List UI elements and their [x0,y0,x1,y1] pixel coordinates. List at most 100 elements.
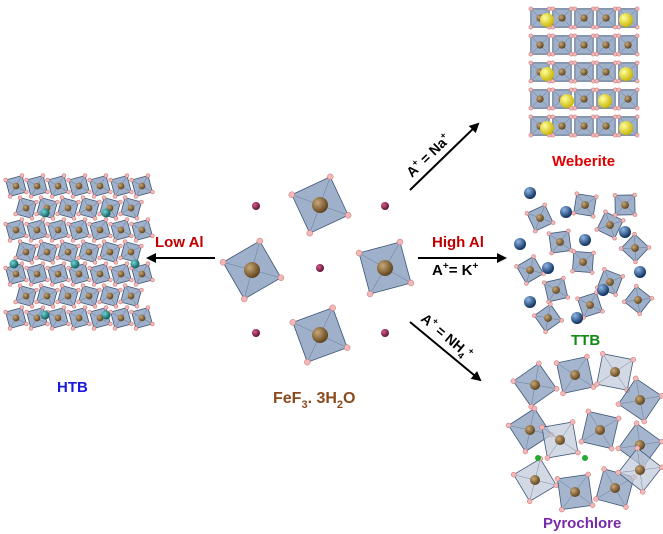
fluorine-atom [568,6,574,12]
fluorine-atom [550,33,556,39]
fluorine-atom [92,216,98,221]
fluorine-atom [3,221,8,227]
fluorine-atom [13,299,18,305]
fluorine-atom [129,177,134,183]
fe-atom [536,41,544,49]
fluorine-atom [634,33,640,39]
fe-atom [12,182,20,190]
green-atom [535,455,541,461]
fluorine-atom [82,261,88,266]
fluorine-atom [101,195,107,200]
fluorine-atom [76,211,81,217]
fluorine-atom [76,299,81,305]
fluorine-atom [553,386,560,392]
fluorine-atom [129,321,134,327]
fluorine-atom [572,78,578,84]
fluorine-atom [40,173,46,178]
fluorine-atom [129,189,134,195]
fluorine-atom [548,302,553,307]
fluorine-atom [45,277,50,283]
fluorine-atom [553,360,560,366]
fluorine-atom [616,114,622,120]
fe-atom [244,262,260,278]
fluorine-atom [108,265,113,271]
fe-atom [138,182,146,190]
fluorine-atom [366,290,374,298]
fluorine-atom [70,238,76,243]
fe-atom [127,292,135,300]
fe-atom [106,292,114,300]
fe-atom [558,122,566,130]
fluorine-atom [103,217,109,222]
fluorine-atom [526,498,533,505]
fluorine-atom [620,274,625,279]
fluorine-atom [38,283,44,288]
fluorine-atom [593,496,599,502]
fluorine-atom [145,173,151,178]
fluorine-atom [531,254,536,259]
fe-atom [552,286,560,294]
fluorine-atom [634,132,640,138]
fluorine-atom [49,194,55,199]
fluorine-atom [528,60,534,66]
fluorine-atom [514,264,519,269]
water-oxygen-atom [252,202,260,210]
fluorine-atom [632,231,637,237]
fluorine-atom [288,191,296,198]
fluorine-atom [612,236,617,241]
fluorine-atom [554,476,561,482]
fluorine-atom [528,24,534,30]
fluorine-atom [38,195,44,200]
fluorine-atom [594,227,599,232]
fluorine-atom [634,445,641,451]
fluorine-atom [568,132,574,138]
fluorine-atom [91,282,97,287]
fe-atom [117,314,125,322]
k-atom [634,266,646,278]
fluorine-atom [355,249,363,257]
fe-atom [312,327,328,343]
k-atom [619,226,631,238]
k-label: A+= K+ [432,261,478,279]
arrow-to-pyrochlore [409,321,482,382]
fluorine-atom [550,6,556,12]
fluorine-atom [528,114,534,120]
fluorine-atom [566,228,571,234]
fluorine-atom [634,114,640,120]
fluorine-atom [569,419,576,425]
fluorine-atom [112,282,118,287]
fluorine-atom [594,78,600,84]
fluorine-atom [24,321,29,327]
fluorine-atom [7,282,13,287]
fluorine-atom [615,469,621,476]
k-atom [524,296,536,308]
fluorine-atom [528,132,534,138]
fe-atom [526,266,534,274]
fe-atom [12,314,20,322]
fluorine-atom [76,287,81,293]
fluorine-atom [550,78,556,84]
fe-atom [530,380,540,390]
fluorine-atom [344,212,352,219]
fluorine-atom [108,321,113,327]
fluorine-atom [134,304,140,309]
fe-atom [127,204,135,212]
fluorine-atom [108,177,113,183]
fe-atom [530,475,540,485]
fluorine-atom [87,309,92,315]
fluorine-atom [45,177,50,183]
fe-atom [22,292,30,300]
fe-atom [580,14,588,22]
fluorine-atom [505,422,512,429]
na-atom [619,13,633,27]
fluorine-atom [28,238,34,243]
cation-atom [70,259,80,269]
fluorine-atom [29,304,35,309]
fluorine-atom [546,231,552,236]
fe-atom [75,314,83,322]
na-atom [619,67,633,81]
fluorine-atom [546,60,552,66]
fluorine-atom [7,194,13,199]
fluorine-atom [616,132,622,138]
